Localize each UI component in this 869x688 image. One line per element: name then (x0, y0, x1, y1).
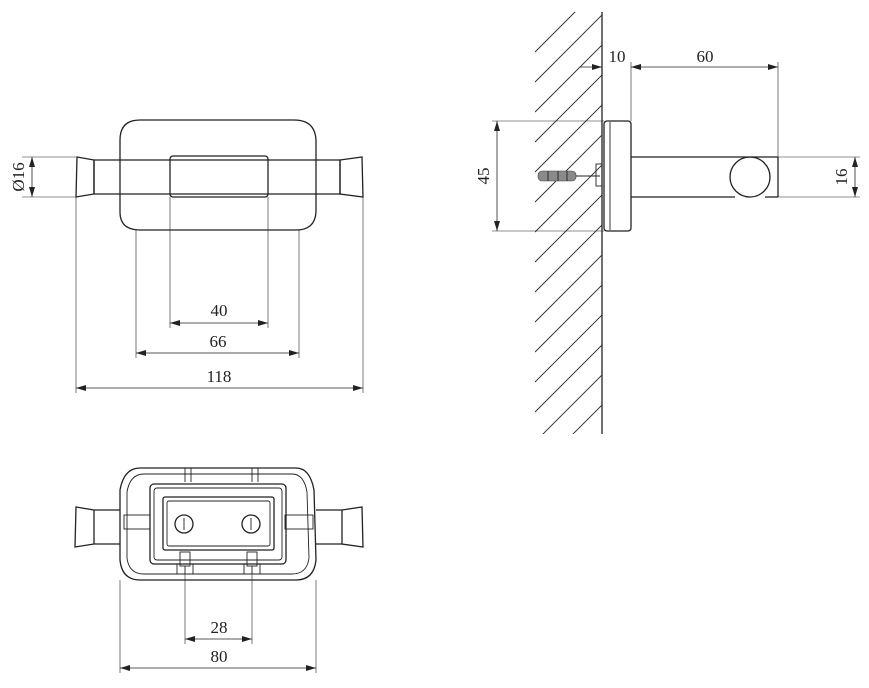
dim-rod-diameter: Ø16 (9, 162, 28, 191)
wall-anchor (537, 163, 603, 187)
set-screw-left (176, 551, 194, 575)
dim-bracket-width: 80 (211, 647, 228, 666)
dim-rod-thickness: 16 (832, 169, 851, 186)
back-mount-plate (162, 496, 275, 551)
front-view: 40 66 118 Ø16 (9, 119, 364, 393)
dim-plate-height: 45 (474, 168, 493, 185)
back-inner-frame (149, 483, 287, 565)
rod-end-circle (729, 156, 771, 198)
dim-projection: 60 (697, 47, 714, 66)
wall-hatching (535, 12, 602, 434)
dim-overall-length: 118 (207, 367, 232, 386)
back-view: 28 80 (74, 467, 364, 673)
front-plate-outline (119, 119, 317, 231)
set-screw-right (243, 551, 261, 575)
center-block (169, 155, 269, 198)
back-right-end (341, 506, 364, 548)
left-end-cap (75, 156, 95, 198)
mount-slot-right (241, 514, 261, 534)
dim-wall-plate-depth: 10 (609, 47, 626, 66)
side-wall-plate (603, 120, 632, 232)
right-end-cap (339, 156, 364, 198)
dim-mount-inner-width: 40 (211, 301, 228, 320)
dim-screw-spacing: 28 (211, 618, 228, 637)
mount-slot-left (174, 514, 194, 534)
side-view: 45 10 60 16 (474, 12, 860, 434)
dim-plate-width: 66 (210, 332, 227, 351)
back-left-end (74, 506, 95, 548)
back-bracket-outline (119, 467, 317, 581)
